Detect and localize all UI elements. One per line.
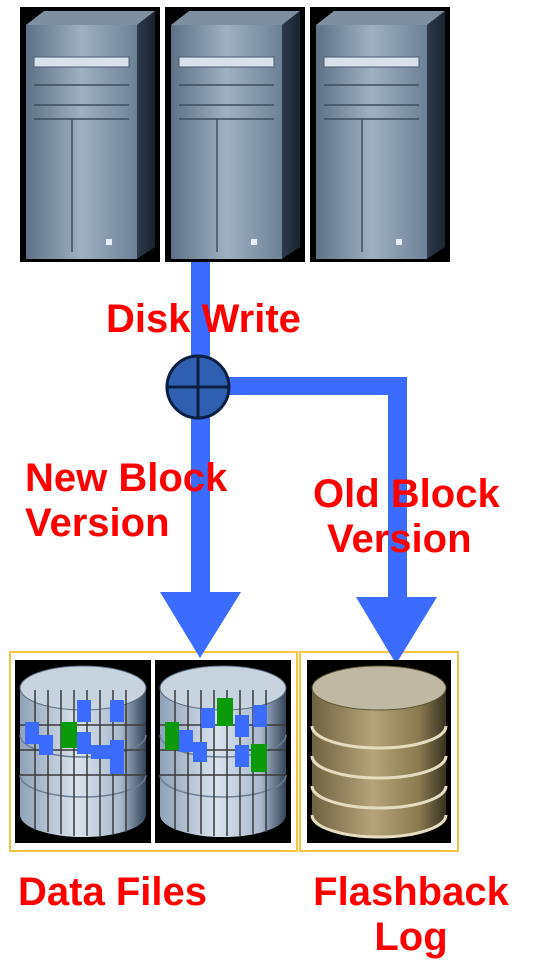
server-icon — [310, 7, 450, 262]
write-path-line — [191, 262, 210, 602]
data-files-group — [9, 651, 298, 852]
flashback-log-line1: Flashback — [313, 870, 509, 914]
flow-arrows — [160, 262, 437, 664]
old-block-branch-line — [200, 377, 407, 395]
database-icon — [307, 660, 451, 843]
new-block-version-line2: Version — [25, 500, 170, 545]
server-icon — [165, 7, 305, 262]
database-icon — [15, 660, 151, 843]
junction-icon — [165, 354, 231, 420]
old-block-version-line2: Version — [327, 516, 472, 561]
server-icon — [20, 7, 160, 262]
data-files-label: Data Files — [18, 870, 207, 914]
disk-write-label: Disk Write — [106, 297, 301, 341]
flashback-log-line2: Log — [374, 914, 448, 959]
flashback-log-label: Flashback Log — [297, 870, 525, 960]
new-block-arrowhead — [160, 592, 241, 658]
old-block-version-line1: Old Block — [313, 472, 500, 516]
new-block-version-label: New Block Version — [25, 456, 227, 546]
old-block-arrowhead — [356, 597, 437, 664]
old-block-version-label: Old Block Version — [313, 472, 500, 562]
database-icon — [155, 660, 291, 843]
old-block-path-line — [388, 377, 407, 607]
new-block-version-line1: New Block — [25, 456, 228, 500]
flashback-log-group — [299, 651, 459, 852]
